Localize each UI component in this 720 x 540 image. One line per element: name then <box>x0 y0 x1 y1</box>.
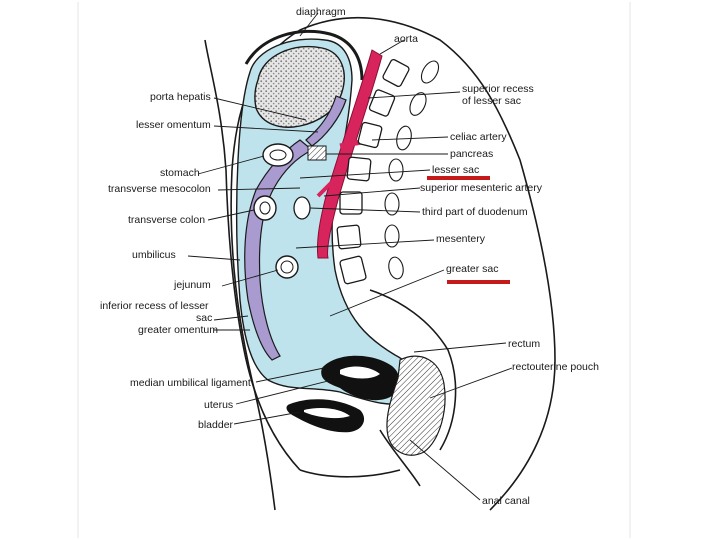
anal-canal-outline <box>379 429 421 487</box>
label-greater-omentum: greater omentum <box>138 324 218 336</box>
label-transverse-mesocolon: transverse mesocolon <box>108 183 211 195</box>
lesser-sac-highlight <box>427 176 490 180</box>
label-jejunum: jejunum <box>173 279 211 291</box>
sacrum-outline <box>369 289 457 451</box>
label-superior-recess: superior recess <box>462 83 534 95</box>
abdominal-wall-inner <box>204 39 301 471</box>
label-lesser-omentum: lesser omentum <box>136 119 211 131</box>
duodenum-shape <box>293 196 311 220</box>
label-greater-sac: greater sac <box>446 263 499 275</box>
label-celiac-artery: celiac artery <box>450 131 507 143</box>
label-diaphragm: diaphragm <box>296 6 346 18</box>
spinous-processes <box>384 60 440 280</box>
label-of-lesser-sac: of lesser sac <box>462 95 521 107</box>
label-transverse-colon: transverse colon <box>128 214 205 226</box>
greater-sac-highlight <box>447 280 510 284</box>
label-third-part-duodenum: third part of duodenum <box>422 206 528 218</box>
diaphragm-shape <box>244 29 364 81</box>
jejunum-shape <box>275 255 299 279</box>
body-outline <box>230 16 556 511</box>
label-rectum: rectum <box>508 338 540 350</box>
sma-branch <box>316 178 336 198</box>
label-superior-mesenteric-artery: superior mesenteric artery <box>420 182 543 194</box>
label-mesentery: mesentery <box>436 233 486 245</box>
label-umbilicus: umbilicus <box>132 249 176 261</box>
pancreas-shape <box>307 145 327 161</box>
label-aorta: aorta <box>394 33 418 45</box>
label-bladder: bladder <box>198 419 234 431</box>
label-inferior-recess-line1: inferior recess of lesser <box>100 300 209 312</box>
label-stomach: stomach <box>160 167 200 179</box>
leader-lines <box>187 12 513 501</box>
label-pancreas: pancreas <box>450 148 493 160</box>
transverse-colon-shape <box>253 195 277 221</box>
perineum-outline <box>299 469 401 478</box>
label-rectouterine-pouch: rectouterine pouch <box>512 361 599 373</box>
label-uterus: uterus <box>204 399 233 411</box>
label-anal-canal: anal canal <box>482 495 530 507</box>
label-porta-hepatis: porta hepatis <box>150 91 211 103</box>
labels-group: diaphragm aorta porta hepatis superior r… <box>100 6 599 507</box>
label-lesser-sac: lesser sac <box>432 164 479 176</box>
greater-omentum-fold <box>244 139 314 361</box>
vertebral-column <box>336 59 410 285</box>
label-inferior-recess-line2: sac <box>196 312 212 324</box>
stomach-shape <box>262 143 294 167</box>
label-median-umbilical-ligament: median umbilical ligament <box>130 377 251 389</box>
